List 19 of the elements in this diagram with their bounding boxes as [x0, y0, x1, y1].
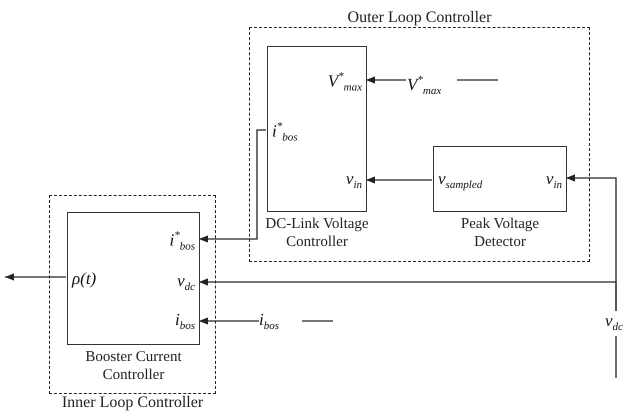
- block-caption: Booster Current Controller: [84, 348, 183, 384]
- signal-arrow: [199, 317, 259, 325]
- signal-arrow: [5, 273, 66, 281]
- group-title: Inner Loop Controller: [62, 394, 204, 412]
- signal-arrow: [199, 129, 266, 243]
- block-caption: Peak Voltage Detector: [460, 215, 540, 251]
- port-label: v$_{in}$: [546, 169, 562, 193]
- signal-arrow: [199, 278, 617, 311]
- port-label: v$_{in}$: [346, 169, 362, 193]
- port-label: v$_{sampled}$: [438, 169, 482, 193]
- port-label: v$_{dc}$: [177, 271, 195, 295]
- signal-label: i$_{bos}$: [259, 310, 280, 336]
- signal-arrow: [366, 76, 406, 84]
- signal-label: v$_{dc}$: [605, 311, 623, 337]
- block-caption: DC-Link Voltage Controller: [264, 215, 370, 251]
- signal-arrow: [366, 176, 432, 184]
- port-label: i$_{bos}$: [174, 310, 195, 334]
- port-label: ρ(t): [72, 269, 96, 289]
- group-title: Outer Loop Controller: [348, 9, 492, 27]
